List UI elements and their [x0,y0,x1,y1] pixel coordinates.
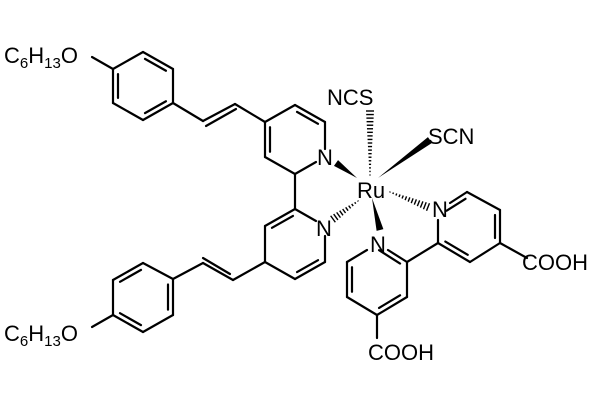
hexyloxy-bottom-label: C6H13O [4,321,78,350]
ring-bond [345,248,369,264]
ring-bond [436,241,472,264]
ring-bond [375,295,409,317]
ring-bond [141,101,175,122]
nitrogen-right: N [432,197,448,222]
bipyridine-link [405,241,440,264]
double-bond-inner [295,110,320,125]
bond [171,101,205,123]
ether-bond [90,313,115,329]
scn-ligand-label: SCN [428,124,474,149]
carboxylic-acid-right: COOH [522,250,588,275]
vinyl-double [201,256,232,276]
ring-bond [111,313,145,334]
bond [231,260,267,282]
ring-bond [468,241,502,264]
bond [201,102,237,123]
double-bond-inner [377,249,402,265]
hash-bond-ru-n-right [389,191,431,211]
stereo-bonds [330,110,433,231]
ring-bond [263,260,297,281]
double-bond-inner [143,57,168,72]
ring-bond [263,155,297,176]
wedge-bond-ru-n-top [333,160,357,178]
nitrogen-lower: N [370,232,386,257]
hexyloxy-top-label: C6H13O [4,43,78,72]
double-bond-inner [444,240,469,256]
ring-bond [141,50,175,71]
wedge-bond-ru-n-lower [372,198,384,231]
ring-bond [293,207,318,223]
double-bond-inner [445,197,467,212]
bond [233,102,267,124]
ring-bond [141,261,175,281]
ncs-ligand-label: NCS [327,85,373,110]
ruthenium-label: Ru [357,178,385,203]
nitrogen-top-left: N [317,145,333,170]
ring-bond [111,261,145,282]
ring-bond [111,101,145,122]
vinyl-double [204,107,238,128]
ring-bond [293,160,318,176]
bond [171,261,205,281]
ring-bond [111,50,145,71]
ring-bond [141,313,175,334]
bonds [90,50,529,340]
ring-bond [465,190,502,212]
ether-bond [90,55,115,71]
ring-bond [345,295,379,317]
bond [201,261,235,282]
ring-bond [263,103,297,124]
ring-bond [293,260,327,281]
double-bond-inner [270,214,295,229]
ring-bond [263,207,297,228]
double-bond-inner [377,294,402,310]
ring-bond [293,103,327,124]
hash-bond-ru-ncs [366,110,374,176]
double-bond-inner [295,259,320,274]
carboxyl-bond [498,241,529,260]
wedge-bond-ru-scn [378,137,433,178]
ring-bond [386,248,409,264]
double-bond-inner [118,312,143,327]
nitrogen-bottom-left: N [316,216,332,241]
carboxylic-acid-bottom: COOH [368,340,434,365]
double-bond-inner [143,100,168,115]
hash-bond-ru-n-bottom [330,200,359,223]
ring-bond [448,190,469,205]
double-bond-inner [118,268,143,283]
